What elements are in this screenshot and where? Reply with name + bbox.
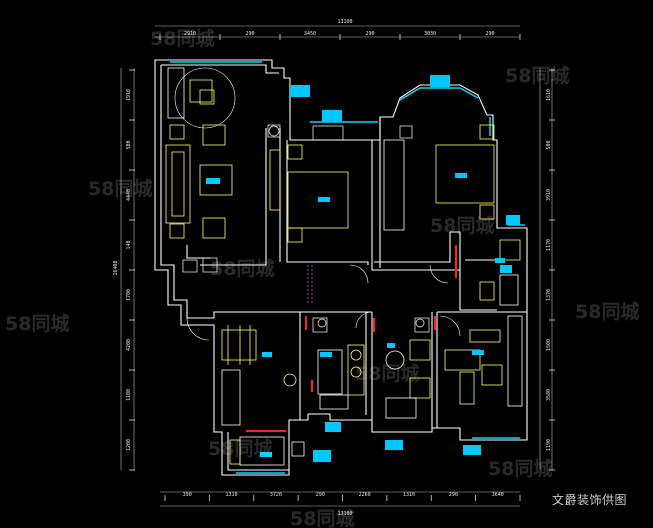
watermark: 58同城: [88, 177, 152, 200]
watermark: 58同城: [290, 507, 354, 528]
right_segments-label: 1170: [546, 239, 552, 251]
watermark: 58同城: [150, 27, 214, 50]
watermark: 58同城: [5, 312, 69, 335]
watermark: 58同城: [575, 300, 639, 323]
right_segments-label: 500: [546, 140, 552, 149]
room-tags: [206, 75, 520, 462]
right_segments-label: 1500: [546, 339, 552, 351]
watermark: 58同城: [430, 214, 494, 237]
left_segments-label: 4440: [126, 189, 132, 201]
watermark: 58同城: [488, 457, 552, 480]
watermark: 58同城: [355, 362, 419, 385]
top_segments-label: 2910: [184, 31, 196, 37]
watermarks: 58同城 58同城 58同城 58同城 58同城 58同城 58同城 58同城 …: [5, 27, 639, 528]
bottom-total-dimension: 13100: [337, 511, 352, 517]
right_segments-label: 1190: [546, 439, 552, 451]
watermark: 58同城: [505, 64, 569, 87]
left_segments-label: 1200: [126, 439, 132, 451]
right_segments-label: 1370: [546, 289, 552, 301]
bottom_segments-label: 290: [316, 492, 325, 498]
dimension-labels: 13100 13100 16400 2910 290 3450 290 3030 290 3…: [113, 19, 552, 517]
bottom_segments-label: 390: [183, 492, 192, 498]
bottom_segments-label: 1310: [403, 492, 415, 498]
top_segments-label: 290: [365, 31, 374, 37]
fixtures: [182, 124, 430, 333]
doors: [246, 245, 457, 432]
bottom_segments-label: 290: [449, 492, 458, 498]
dimension-ticks: [129, 34, 555, 501]
top_segments-label: 290: [245, 31, 254, 37]
left_segments-label: 140: [126, 240, 132, 249]
top_segments-label: 290: [485, 31, 494, 37]
dimension-lines: [120, 25, 553, 507]
bottom_segments-label: 1310: [226, 492, 238, 498]
top_segments-label: 3030: [424, 31, 436, 37]
image-credit: 文爵装饰供图: [551, 493, 627, 507]
left_segments-label: 1100: [126, 389, 132, 401]
left_segments-label: 500: [126, 140, 132, 149]
left-total-dimension: 16400: [113, 260, 119, 275]
right_segments-label: 3910: [546, 189, 552, 201]
left_segments-label: 4200: [126, 339, 132, 351]
furniture: [165, 67, 523, 466]
left_segments-label: 1700: [126, 289, 132, 301]
top-total-dimension: 13100: [337, 19, 352, 25]
watermark: 58同城: [208, 437, 272, 460]
watermark: 58同城: [210, 257, 274, 280]
door-swings: [186, 264, 461, 341]
windows: [170, 61, 525, 474]
bottom_segments-label: 3640: [492, 492, 504, 498]
bottom_segments-label: 2260: [359, 492, 371, 498]
right_segments-label: 1610: [546, 89, 552, 101]
bottom_segments-label: 3720: [270, 492, 282, 498]
top_segments-label: 3450: [304, 31, 316, 37]
right_segments-label: 3580: [546, 389, 552, 401]
left_segments-label: 1910: [126, 89, 132, 101]
